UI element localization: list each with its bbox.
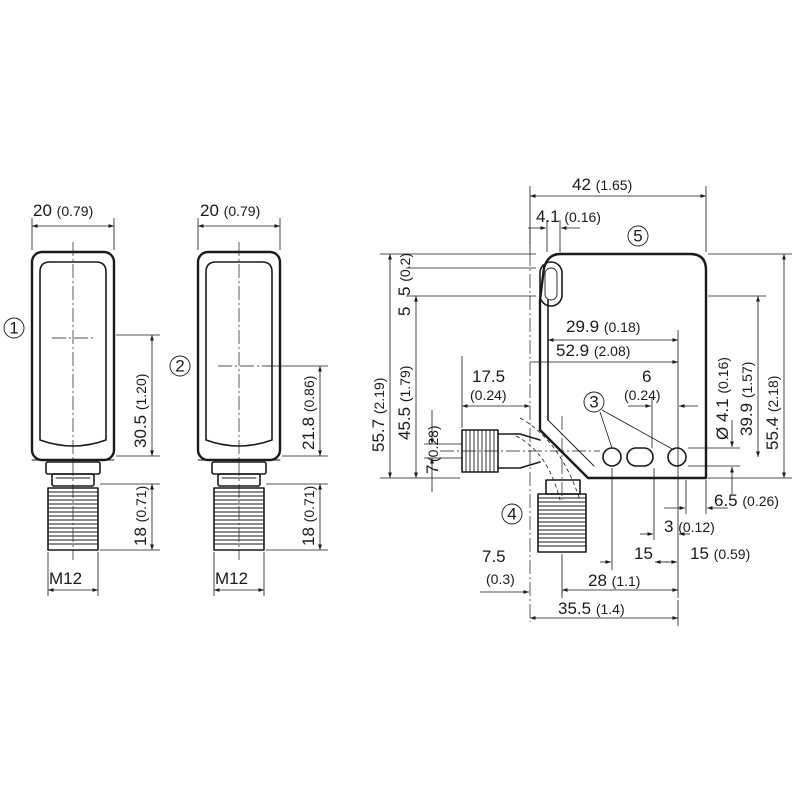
dim-thread-1: 18: [131, 527, 150, 546]
dim-355-in: (1.4): [596, 601, 625, 617]
svg-text:6.5 (0.26): 6.5 (0.26): [714, 491, 779, 510]
svg-text:4.1 (0.16): 4.1 (0.16): [536, 207, 601, 226]
svg-text:Ø 4.1 (0.16): Ø 4.1 (0.16): [713, 357, 732, 440]
dim-width-1-in: (0.79): [57, 203, 94, 219]
svg-text:39.9 (1.57): 39.9 (1.57): [737, 362, 756, 436]
callout-4: 4: [507, 505, 516, 524]
dim-355: 35.5: [558, 599, 591, 618]
svg-text:42 (1.65): 42 (1.65): [572, 175, 632, 194]
dim-height-1-in: (1.20): [133, 374, 149, 411]
callout-2: 2: [175, 357, 184, 376]
dim-m12-2: M12: [215, 569, 248, 588]
callout-3: 3: [589, 393, 598, 412]
svg-text:20 (0.79): 20 (0.79): [200, 201, 260, 220]
dim-529-in: (2.08): [594, 343, 631, 359]
svg-text:5 (0.2): 5 (0.2): [395, 253, 414, 296]
dim-height-2: 21.8: [299, 417, 318, 450]
dim-5a-in: (0.2): [397, 253, 413, 282]
svg-text:55.4 (2.18): 55.4 (2.18): [763, 376, 782, 450]
dim-6-in: (0.24): [624, 387, 661, 403]
front-view-2: 20 (0.79) 21.8 (0.86) 18 (0.71) M12 2: [169, 201, 328, 596]
dim-554-in: (2.18): [765, 376, 781, 413]
dim-15b-in: (0.59): [714, 546, 751, 562]
svg-text:45.5 (1.79): 45.5 (1.79): [395, 366, 414, 440]
dim-7-in: (0.28): [425, 425, 441, 462]
dim-hole: Ø 4.1: [713, 398, 732, 440]
dim-5b: 5: [395, 307, 414, 316]
dim-6: 6: [642, 367, 651, 386]
dim-42: 42: [572, 175, 591, 194]
dim-width-2: 20: [200, 201, 219, 220]
svg-text:52.9 (2.08): 52.9 (2.08): [556, 341, 630, 360]
dim-28-in: (1.1): [612, 573, 641, 589]
dim-15a: 15: [634, 544, 653, 563]
svg-text:30.5 (1.20): 30.5 (1.20): [131, 374, 150, 448]
side-view: 42 (1.65) 4.1 (0.16) 5 55.7 (2.19) 45.5 …: [369, 175, 792, 626]
svg-text:3 (0.12): 3 (0.12): [664, 517, 715, 536]
dim-455: 45.5: [395, 407, 414, 440]
dim-thread-2: 18: [299, 527, 318, 546]
dim-height-2-in: (0.86): [301, 376, 317, 413]
dim-28: 28: [588, 571, 607, 590]
svg-text:28 (1.1): 28 (1.1): [588, 571, 640, 590]
dim-175: 17.5: [472, 367, 505, 386]
svg-text:15 (0.59): 15 (0.59): [690, 544, 750, 563]
dim-175-in: (0.24): [470, 387, 507, 403]
dim-399: 39.9: [737, 403, 756, 436]
svg-text:20 (0.79): 20 (0.79): [33, 201, 93, 220]
svg-text:29.9 (0.18): 29.9 (0.18): [566, 317, 640, 336]
dim-m12-1: M12: [49, 569, 82, 588]
svg-text:35.5 (1.4): 35.5 (1.4): [558, 599, 625, 618]
dim-299: 29.9: [566, 317, 599, 336]
dim-3-in: (0.12): [678, 519, 715, 535]
dim-75-in: (0.3): [486, 571, 515, 587]
svg-text:18 (0.71): 18 (0.71): [131, 486, 150, 546]
dim-5a: 5: [395, 287, 414, 296]
dim-41-in: (0.16): [564, 209, 601, 225]
dim-455-in: (1.79): [397, 366, 413, 403]
dim-529: 52.9: [556, 341, 589, 360]
dim-65: 6.5: [714, 491, 738, 510]
dim-thread-1-in: (0.71): [133, 486, 149, 523]
dim-15b: 15: [690, 544, 709, 563]
dim-399-in: (1.57): [739, 362, 755, 399]
dim-3: 3: [664, 517, 673, 536]
dim-hole-in: (0.16): [715, 357, 731, 394]
dim-65-in: (0.26): [742, 493, 779, 509]
svg-text:55.7 (2.19): 55.7 (2.19): [369, 378, 388, 452]
dim-height-1: 30.5: [131, 415, 150, 448]
svg-text:21.8 (0.86): 21.8 (0.86): [299, 376, 318, 450]
dim-557: 55.7: [369, 419, 388, 452]
dim-thread-2-in: (0.71): [301, 486, 317, 523]
callout-5: 5: [633, 227, 642, 246]
dim-width-2-in: (0.79): [224, 203, 261, 219]
dim-41: 4.1: [536, 207, 560, 226]
dim-299-in: (0.18): [604, 319, 641, 335]
callout-1: 1: [9, 319, 18, 338]
dim-width-1: 20: [33, 201, 52, 220]
front-view-1: 20 (0.79) 30.5 (1.20) 18 (0.71) M12 1: [3, 201, 160, 596]
dim-557-in: (2.19): [371, 378, 387, 415]
dim-42-in: (1.65): [596, 177, 633, 193]
dim-554: 55.4: [763, 417, 782, 450]
dim-75: 7.5: [482, 547, 506, 566]
dim-7: 7: [423, 465, 442, 474]
svg-text:18 (0.71): 18 (0.71): [299, 486, 318, 546]
